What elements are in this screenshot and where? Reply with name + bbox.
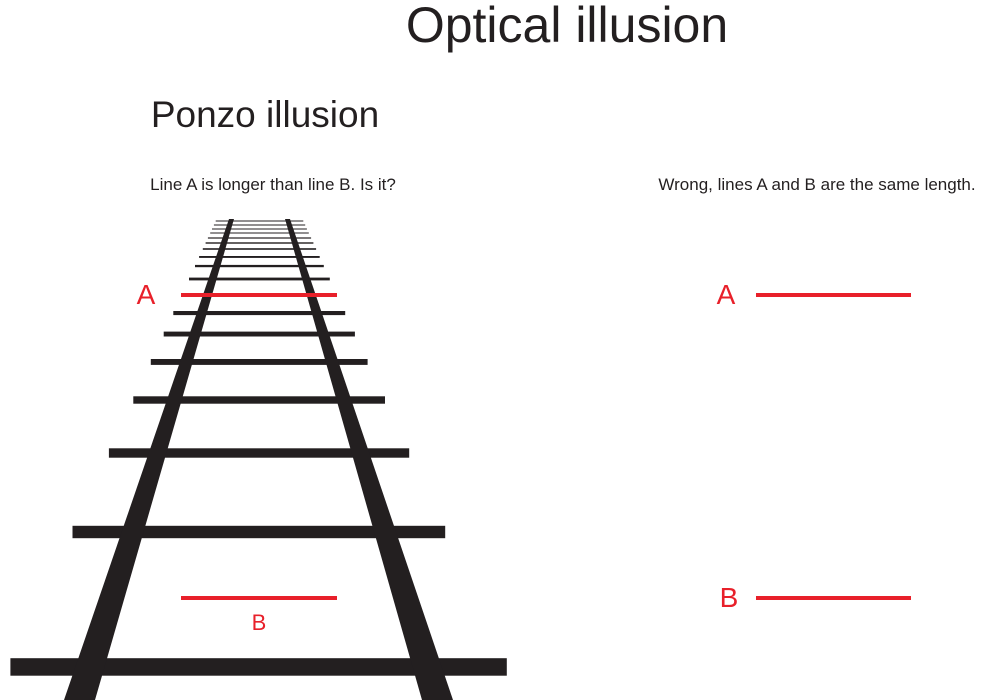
main-title: Optical illusion	[406, 0, 728, 53]
left-rail	[64, 219, 234, 700]
right-rail	[285, 219, 453, 700]
label-a-left: A	[137, 279, 156, 310]
label-a-right: A	[717, 279, 736, 310]
railway-tie	[213, 224, 306, 226]
label-b-right: B	[720, 582, 739, 613]
railway-tie	[210, 232, 309, 234]
railway-tie	[207, 237, 312, 239]
railway-tie	[195, 264, 324, 268]
railway-tie	[108, 448, 410, 458]
railway-tie	[173, 311, 346, 316]
label-b-left: B	[252, 610, 267, 635]
railway-tie	[163, 331, 355, 337]
railway-track	[10, 219, 507, 700]
railway-tie	[202, 248, 317, 250]
railway-tie	[199, 256, 320, 258]
railway-tie	[72, 525, 446, 539]
railway-ties	[10, 220, 507, 676]
railway-tie	[212, 228, 307, 230]
railway-tie	[10, 658, 507, 676]
railway-tie	[205, 242, 314, 244]
railway-tie	[215, 220, 304, 222]
answer-caption: Wrong, lines A and B are the same length…	[658, 175, 975, 194]
railway-tie	[133, 396, 385, 404]
illusion-name: Ponzo illusion	[151, 94, 379, 135]
question-caption: Line A is longer than line B. Is it?	[150, 175, 396, 194]
railway-tie	[150, 359, 368, 365]
railway-tie	[189, 277, 330, 281]
